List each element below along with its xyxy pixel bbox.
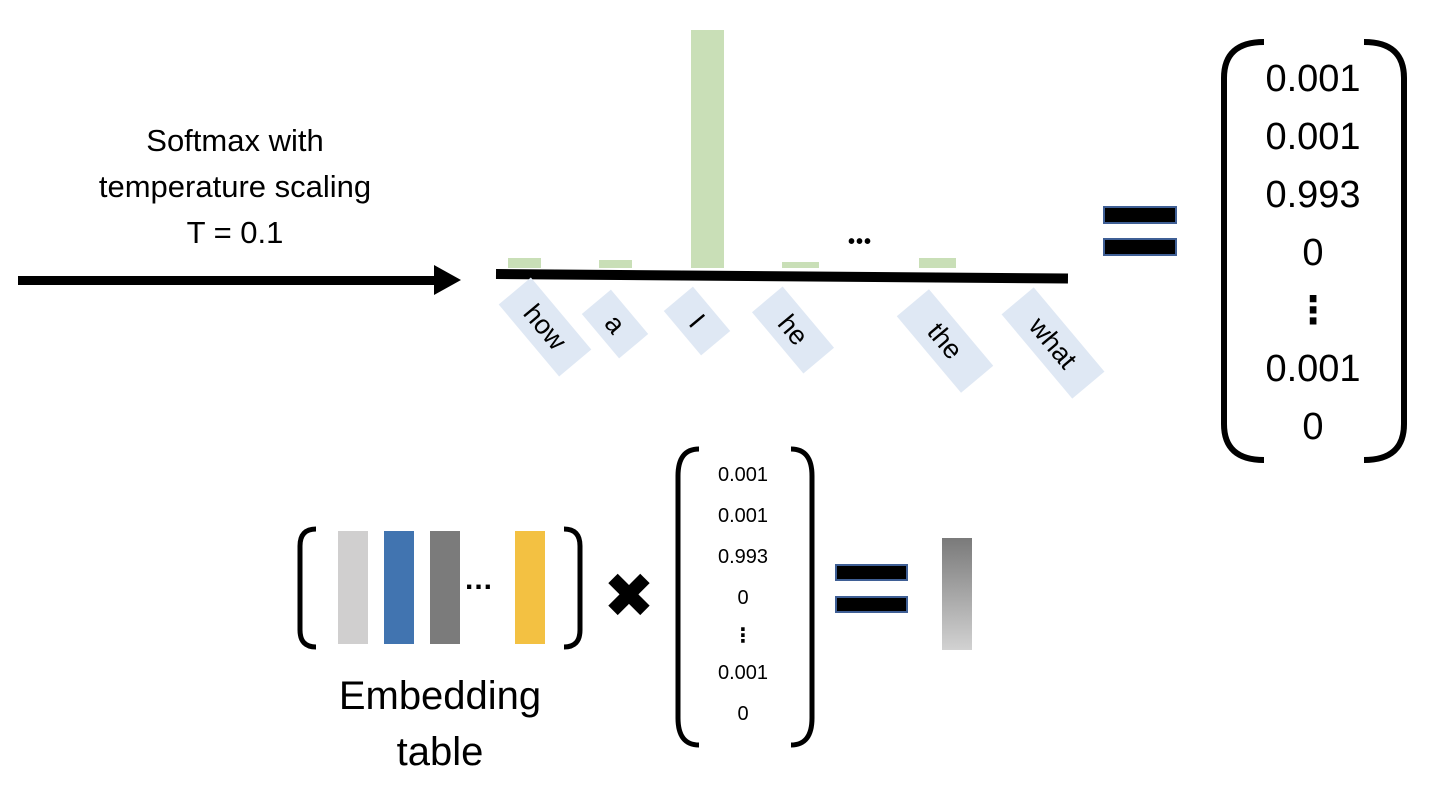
token-the: the (896, 289, 994, 393)
token-how: how (498, 277, 592, 377)
caption-line-2: temperature scaling (98, 169, 372, 204)
softmax-caption: Softmax with temperature scaling T = 0.1 (40, 118, 430, 256)
small-right-paren-icon (790, 446, 815, 748)
vector-value: 0 (1302, 232, 1324, 274)
token-he: he (751, 286, 835, 374)
vector-value: 0.993 (1265, 174, 1361, 216)
multiply-icon: ✖ (603, 562, 655, 631)
caption-line-3: T = 0.1 (186, 215, 284, 250)
vector-value: 0.001 (1265, 116, 1361, 158)
equals-sign-bottom-bar (1103, 238, 1177, 256)
token-I: I (663, 286, 731, 356)
embedding-column (384, 531, 414, 644)
chart-baseline (495, 269, 1069, 284)
embedding-column (430, 531, 460, 644)
arrow-head-icon (434, 265, 461, 295)
vector-value: 0 (1302, 406, 1324, 448)
chart-ellipsis: ••• (848, 231, 873, 253)
token-what: what (1001, 287, 1105, 399)
vector-value: 0 (737, 587, 749, 609)
vector-value: 0.001 (1265, 58, 1361, 100)
arrow-shaft (18, 276, 438, 285)
vector-value: 0.001 (717, 464, 769, 486)
small-probability-vector: 0.001 0.001 0.993 0 ⋮ 0.001 0 (693, 455, 793, 735)
embedding-table-label: Embedding table (338, 674, 542, 774)
embedding-column (515, 531, 545, 644)
small-left-paren-icon (675, 446, 700, 748)
embedding-column (338, 531, 368, 644)
vector-value: 0.001 (717, 505, 769, 527)
embedding-left-paren-icon (297, 526, 317, 650)
bar-he (782, 262, 819, 268)
small-equals-top-bar (835, 564, 908, 581)
vector-ellipsis: ⋮ (733, 625, 753, 647)
equals-sign-top-bar (1103, 206, 1177, 224)
bar-how (508, 258, 541, 268)
vector-value: 0.993 (717, 546, 769, 568)
vector-ellipsis: ⋮ (1294, 290, 1332, 332)
bar-the (919, 258, 956, 268)
probability-vector: 0.001 0.001 0.993 0 ⋮ 0.001 0 (1240, 50, 1386, 456)
vector-value: 0.001 (717, 662, 769, 684)
big-left-paren-icon (1221, 39, 1265, 463)
embedding-right-paren-icon (563, 526, 583, 650)
embedding-ellipsis: ... (465, 563, 494, 596)
caption-line-1: Softmax with (146, 123, 324, 158)
big-right-paren-icon (1363, 39, 1407, 463)
result-embedding-vector (942, 538, 972, 650)
vector-value: 0 (737, 703, 749, 725)
vector-value: 0.001 (1265, 348, 1361, 390)
small-equals-bottom-bar (835, 596, 908, 613)
bar-a (599, 260, 632, 268)
token-a: a (581, 289, 649, 359)
bar-i (691, 29, 724, 268)
